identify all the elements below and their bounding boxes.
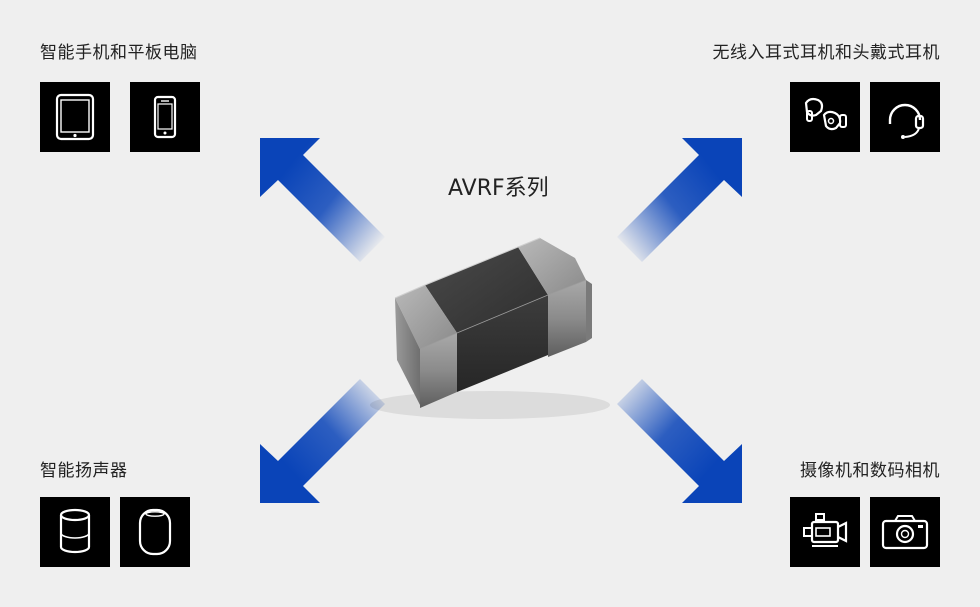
label-smartphones-tablets: 智能手机和平板电脑 [40,43,198,63]
tablet-icon [55,93,95,141]
label-cameras: 摄像机和数码相机 [800,461,940,481]
tile-video-camera [790,497,860,567]
cylinder-speaker-icon [59,508,91,554]
camera-icon [881,515,929,550]
series-title: AVRF系列 [448,176,549,201]
tile-round-speaker [120,497,190,567]
round-speaker-icon [138,508,172,556]
tile-smartphone [130,82,200,152]
tile-headset [870,82,940,152]
arrow-up-right [617,138,742,262]
video-camera-icon [803,513,848,547]
arrow-down-right [617,379,742,503]
smartphone-icon [153,95,177,139]
earbuds-icon [804,97,847,131]
label-smart-speakers: 智能扬声器 [40,461,128,481]
arrow-down-left [260,379,385,503]
label-earbuds-headphones: 无线入耳式耳机和头戴式耳机 [712,43,940,63]
tile-cylinder-speaker [40,497,110,567]
headset-icon [888,103,925,139]
tile-camera [870,497,940,567]
tile-tablet [40,82,110,152]
tile-earbuds [790,82,860,152]
arrow-up-left [260,138,385,262]
